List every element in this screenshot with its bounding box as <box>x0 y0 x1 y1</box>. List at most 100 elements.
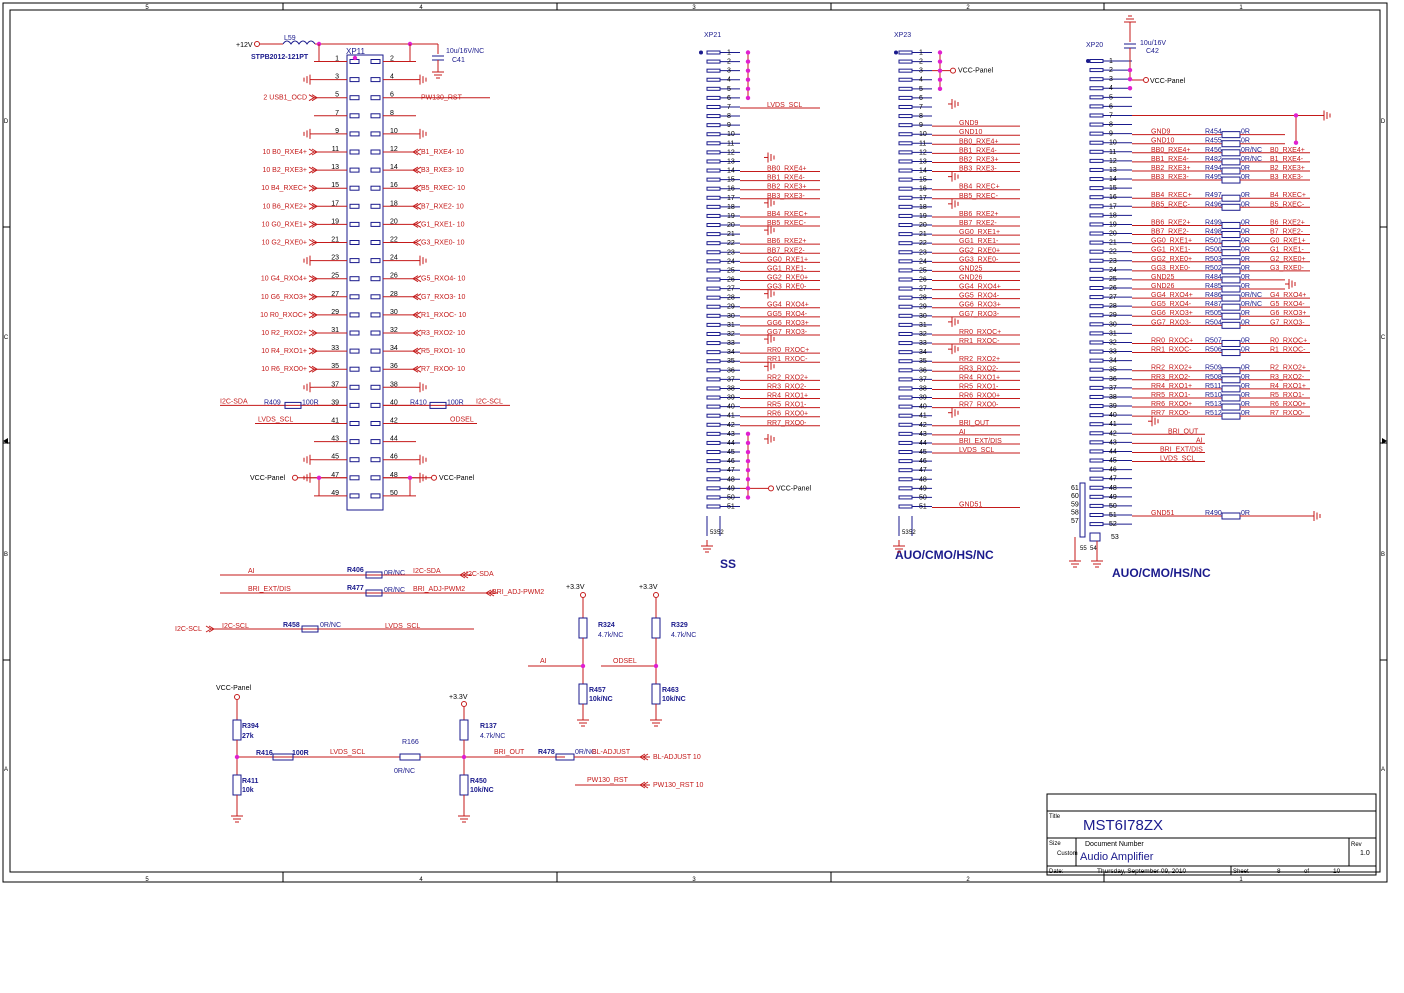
title-label: Title <box>1049 814 1061 820</box>
pin-number: 44 <box>1109 448 1117 455</box>
pin-number: 10 <box>1109 140 1117 147</box>
net-label: RR5_RXO1- <box>959 383 999 390</box>
net-label: BB4_RXEC+ <box>959 184 1000 191</box>
pin-number: 19 <box>727 213 735 220</box>
pin-number: 22 <box>1109 249 1117 256</box>
pin-number: 52 <box>717 530 724 536</box>
pin-number: 47 <box>1109 476 1117 483</box>
net-label: 10 G0_RXE1+ <box>262 221 307 228</box>
ground-icon <box>1320 110 1331 121</box>
net-label: 10 R0_RXOC+ <box>260 312 307 319</box>
ground-icon <box>577 714 589 727</box>
junction-dot <box>653 663 659 669</box>
resistor-value: 0R <box>1241 310 1250 317</box>
pin-pad <box>349 312 360 318</box>
pin-number: 29 <box>1109 312 1117 319</box>
resistor-value: 0R <box>1241 201 1250 208</box>
ground-icon <box>764 433 775 444</box>
pin-number: 13 <box>919 158 927 165</box>
scl-out-net: LVDS_SCL <box>385 623 420 630</box>
junction-dot <box>937 86 943 92</box>
pin-number: 23 <box>919 249 927 256</box>
pin-pad <box>370 475 381 481</box>
resistor-value: 0R <box>1241 510 1250 517</box>
resistor-body <box>272 753 294 761</box>
pin-pad <box>349 185 360 191</box>
net-label: GND9 <box>959 120 979 127</box>
net-label: LVDS_SCL <box>1160 456 1195 463</box>
pin-number: 50 <box>390 490 398 497</box>
net-label: RR2_RXO2+ <box>1151 365 1192 372</box>
net-label: R7_RXO0- 10 <box>421 366 465 373</box>
net-label: ODSEL <box>450 417 474 424</box>
pin-number: 2 <box>919 59 923 66</box>
p12v-label: +12V <box>236 42 253 49</box>
pin-number: 49 <box>331 490 339 497</box>
net-label: G7_RXO3- <box>1270 319 1305 326</box>
pin-number: 12 <box>727 149 735 156</box>
date-value: Thursday, September 09, 2010 <box>1097 868 1187 875</box>
pin-number: 32 <box>919 331 927 338</box>
pin-number: 22 <box>390 237 398 244</box>
terminal-circle <box>461 701 467 707</box>
pin-number: 16 <box>1109 194 1117 201</box>
pin-number: 19 <box>1109 221 1117 228</box>
net-label: BRI_EXT/DIS <box>959 438 1002 445</box>
pin-number: 46 <box>727 458 735 465</box>
net-label: VCC-Panel <box>439 475 474 482</box>
resistor-ref: R496 <box>1205 201 1222 208</box>
pin-number: 30 <box>390 309 398 316</box>
net-label: GG0_RXE1+ <box>959 229 1000 236</box>
pin-pad <box>349 294 360 300</box>
pin-number: 14 <box>919 168 927 175</box>
ground-icon <box>416 74 427 85</box>
pin-number: 4 <box>1109 85 1113 92</box>
pin-number: 44 <box>727 440 735 447</box>
net-label: RR5_RXO1- <box>767 402 807 409</box>
resistor-value: 0R <box>1241 374 1250 381</box>
ground-icon <box>948 98 959 109</box>
junction-dot <box>745 431 751 437</box>
ground-icon <box>1124 15 1136 23</box>
port-arrow <box>459 571 469 579</box>
net-label: RR2_RXO2+ <box>959 356 1000 363</box>
pin-number: 12 <box>1109 158 1117 165</box>
pin-number: 3 <box>919 68 923 75</box>
row-marker: A <box>4 767 8 773</box>
pin-number: 30 <box>727 313 735 320</box>
pin-number: 22 <box>727 240 735 247</box>
net-label: GG1_RXE1- <box>767 265 807 272</box>
resistor-ref: R497 <box>1205 192 1222 199</box>
ground-icon <box>416 128 427 139</box>
pin-number: 32 <box>1109 339 1117 346</box>
resistor-value: 0R/NC <box>1241 147 1262 154</box>
net-label: LVDS_SCL <box>959 447 994 454</box>
pin-number: 9 <box>335 128 339 135</box>
pin-number: 5 <box>1109 94 1113 101</box>
pin-pad <box>349 77 360 83</box>
pin-number: 53 <box>902 530 909 536</box>
ground-icon <box>303 454 314 465</box>
l59-ref: L59 <box>284 35 296 42</box>
pin-number: 9 <box>1109 131 1113 138</box>
junction-dot <box>745 486 751 491</box>
pin-number: 20 <box>727 222 735 229</box>
pin-number: 14 <box>727 168 735 175</box>
pin-number: 22 <box>919 240 927 247</box>
net-label: AI <box>959 429 966 436</box>
pin-number: 53 <box>1111 534 1119 541</box>
port-arrow <box>412 239 422 246</box>
net-label: RR7_RXO0- <box>959 402 999 409</box>
pin-number: 10 <box>919 131 927 138</box>
pin-number: 52 <box>909 530 916 536</box>
pin-number: 27 <box>727 286 735 293</box>
pin-pad <box>370 330 381 336</box>
resistor-ref: R513 <box>1205 401 1222 408</box>
pin-pad <box>370 59 381 64</box>
pin-number: 10 <box>390 128 398 135</box>
pin-pad <box>349 439 360 445</box>
r478-ref: R478 <box>538 749 555 756</box>
net-label: GG4_RXO4+ <box>1151 292 1193 299</box>
pin-number: 13 <box>331 164 339 171</box>
net-label: G0_RXE1+ <box>1270 238 1306 245</box>
